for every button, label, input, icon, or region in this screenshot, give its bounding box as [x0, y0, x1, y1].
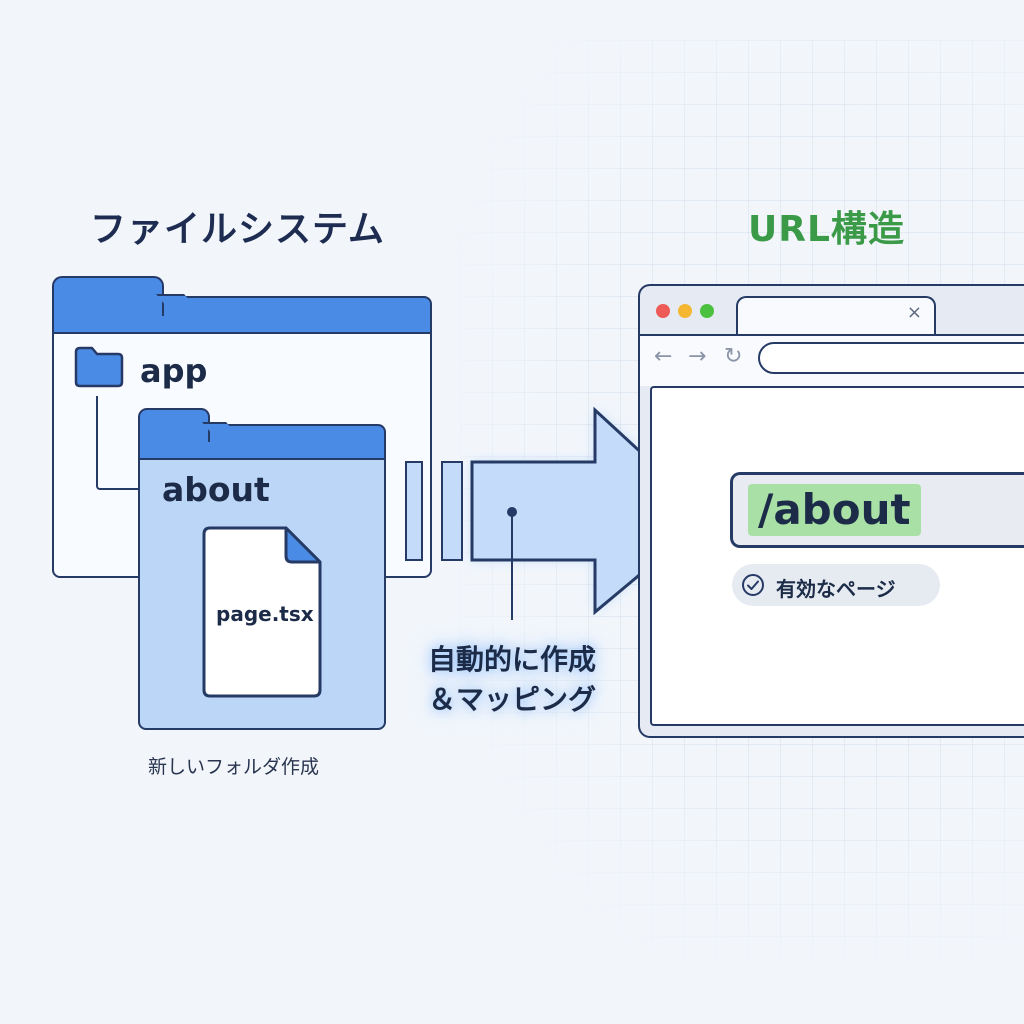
close-icon[interactable]: ×	[906, 302, 922, 323]
status-badge	[732, 564, 940, 606]
maximize-window-dot[interactable]	[700, 304, 714, 318]
folder-icon	[74, 346, 124, 388]
reload-icon[interactable]: ↻	[724, 344, 743, 369]
file-icon	[202, 526, 322, 698]
check-circle-icon	[742, 574, 764, 596]
back-arrow-icon[interactable]: ←	[654, 344, 673, 369]
auto-mapping-line2: ＆マッピング	[427, 683, 596, 716]
url-structure-heading: URL構造	[748, 209, 905, 250]
url-path: /about	[748, 484, 921, 536]
filesystem-heading: ファイルシステム	[90, 209, 385, 250]
auto-mapping-line1: 自動的に作成	[427, 643, 596, 676]
minimize-window-dot[interactable]	[678, 304, 692, 318]
new-folder-caption: 新しいフォルダ作成	[148, 756, 320, 778]
browser-tab[interactable]: ×	[736, 296, 936, 336]
tree-connector	[96, 396, 142, 490]
browser-toolbar: ← → ↻	[640, 334, 1024, 386]
browser-viewport	[650, 386, 1024, 726]
auto-mapping-label: 自動的に作成 ＆マッピング	[372, 640, 652, 720]
close-window-dot[interactable]	[656, 304, 670, 318]
status-label: 有効なページ	[776, 577, 896, 601]
forward-arrow-icon[interactable]: →	[688, 344, 707, 369]
app-folder-label: app	[140, 352, 208, 390]
app-folder-tab	[52, 276, 164, 316]
about-folder-label: about	[162, 470, 270, 509]
file-name: page.tsx	[216, 602, 314, 626]
about-folder-tab	[138, 408, 210, 442]
address-bar[interactable]	[758, 342, 1024, 374]
